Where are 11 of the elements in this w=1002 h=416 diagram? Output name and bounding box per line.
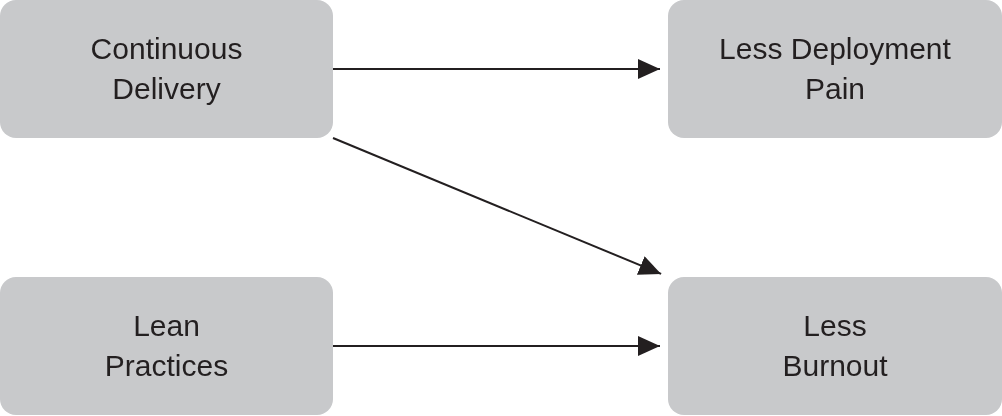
arrow [332,59,661,79]
process-box [0,277,333,415]
node-label: Less Burnout [781,308,889,384]
process-box [668,277,1002,415]
process-box [0,0,333,138]
arrow [332,336,661,356]
node-label: Less Deployment Pain [718,31,952,107]
node-label: Continuous Delivery [89,31,244,107]
node-label: Lean Practices [103,308,230,384]
process-box [668,0,1002,138]
arrow [332,137,663,275]
